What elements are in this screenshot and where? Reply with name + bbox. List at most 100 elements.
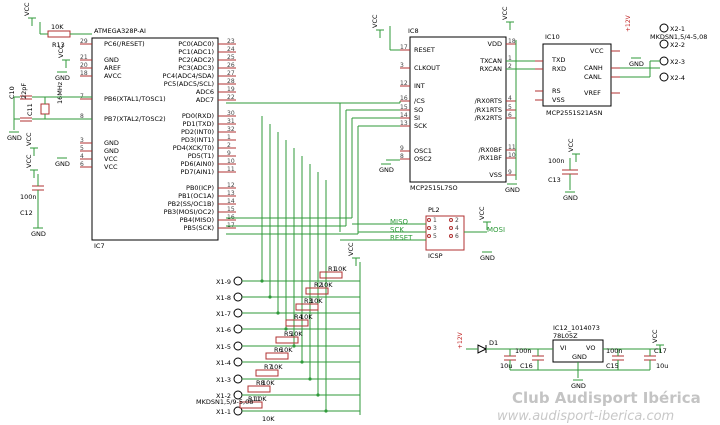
ic7-pin-number: 4 xyxy=(80,153,84,160)
ic8-pin-label: TXCAN xyxy=(479,57,502,65)
ic7-pin-number: 31 xyxy=(227,118,235,125)
c15-value: 100n xyxy=(606,347,623,355)
v12-label: +12V xyxy=(457,331,464,349)
ic7-right-pins: PC0(ADC0)23PC1(ADC1)24PC2(ADC2)25PC3(ADC… xyxy=(163,38,236,232)
gnd-label: GND xyxy=(480,254,495,262)
ic8-pin-number: 10 xyxy=(508,152,516,159)
ladder-resistor-ref: R7 xyxy=(264,363,273,371)
c16-value: 100n xyxy=(515,347,532,355)
vcc-label: VCC xyxy=(57,44,65,58)
pl2-net-label: MISO xyxy=(390,218,409,226)
ic10-ref: IC10 xyxy=(545,33,560,41)
x2-pin-label: X2-2 xyxy=(670,41,685,49)
gnd-label: GND xyxy=(505,186,520,194)
ic7-pin-number: 1 xyxy=(227,134,231,141)
ic8-pin-number: 13 xyxy=(400,120,408,127)
ic7-pin-label: PD2(INT0) xyxy=(181,128,214,136)
v12-label: +12V xyxy=(625,14,632,32)
ic7-pin-number: 19 xyxy=(227,86,235,93)
ic7-ref: IC7 xyxy=(94,242,105,250)
ic8-ref: IC8 xyxy=(408,27,419,35)
crystal-value: 16MHz xyxy=(56,81,64,104)
ic7-pin-label: PB3(MOSI/OC2) xyxy=(164,208,214,216)
ic7-pin-number: 26 xyxy=(227,62,235,69)
crystal-circuit: C10 22pF C11 16MHz xyxy=(8,81,92,130)
gnd-label: GND xyxy=(379,166,394,174)
ladder-resistor xyxy=(247,385,271,393)
x1-pin-label: X1-6 xyxy=(216,326,231,334)
ladder-resistor-ref: R8 xyxy=(256,379,265,387)
ic7-pin-label: ADC7 xyxy=(196,96,214,104)
ic8-pin-number: 3 xyxy=(400,62,404,69)
x1-terminal xyxy=(233,292,243,302)
wire-junction xyxy=(260,279,264,283)
wire-junction xyxy=(276,311,280,315)
d1-diode xyxy=(477,344,488,354)
pl2-pin xyxy=(449,226,453,230)
x2-terminal xyxy=(659,23,669,33)
ic7-pin-label: PD4(XCK/T0) xyxy=(173,144,214,152)
ic7-pin-label: PC5(ADC5/SCL) xyxy=(164,80,214,88)
ladder-resistor-value: 10K xyxy=(320,281,333,289)
c17-value: 10u xyxy=(656,362,668,370)
vcc-label: VCC xyxy=(501,6,509,20)
ic10-name: MCP2551S21ASN xyxy=(546,109,603,117)
ladder-resistor-value: 10K xyxy=(280,346,293,354)
ic8-pin-number: 15 xyxy=(400,104,408,111)
ic8-pin-number: 11 xyxy=(508,144,516,151)
ladder-resistor xyxy=(265,352,289,360)
ladder-resistor xyxy=(305,287,329,295)
ic12-ref: IC12_1014073 xyxy=(553,324,600,332)
pl2-pin-number: 5 xyxy=(433,233,437,240)
c13-value: 100n xyxy=(548,157,565,165)
ic8-pin-number: 6 xyxy=(508,112,512,119)
ic7-pin-label: PC3(ADC3) xyxy=(178,64,214,72)
wire-junction xyxy=(268,295,272,299)
pl2-pin xyxy=(427,234,431,238)
ic7-pin-label: PB1(OC1A) xyxy=(178,192,214,200)
ic8-pin-label: /RX2RTS xyxy=(475,114,502,122)
ic7-pin-label: AREF xyxy=(104,64,121,72)
ic8-pin-number: 4 xyxy=(508,95,512,102)
ic8-pin-number: 5 xyxy=(508,104,512,111)
ic10-body xyxy=(542,43,612,107)
pl2-pin-number: 4 xyxy=(455,225,459,232)
ic7-pin-number: 15 xyxy=(227,206,235,213)
d1-ref: D1 xyxy=(489,339,498,347)
reset-pullup: 10K R13 xyxy=(39,22,92,49)
x2-pin-label: X2-1 xyxy=(670,25,685,33)
x2-terminal xyxy=(659,56,669,66)
ic7-pin-label: PD7(AIN1) xyxy=(181,168,215,176)
ic8-can-controller: IC8 MCP2515L7SO RESET17CLKOUT3INT12/CS16… xyxy=(400,27,516,192)
x1-pin-label: X1-2 xyxy=(216,392,231,400)
ic8-pin-label: /CS xyxy=(414,97,425,105)
c15-ref: C15 xyxy=(606,362,619,370)
input-resistor-ladder: X1-9X1-8X1-7X1-6X1-5X1-4X1-3X1-2X1-1R110… xyxy=(216,116,361,416)
x2-pin-label: X2-4 xyxy=(670,74,685,82)
ic12-pin-label: GND xyxy=(572,353,587,361)
pl2-net-label: MOSI xyxy=(487,226,505,234)
ic7-pin-number: 25 xyxy=(227,54,235,61)
ladder-resistor-value: 10K xyxy=(334,265,347,273)
wire-junction xyxy=(316,393,320,397)
ic10-pin-label: CANH xyxy=(584,64,603,72)
wire-junction xyxy=(292,344,296,348)
r13-value: 10K xyxy=(51,23,64,31)
ic10-pin-label: VCC xyxy=(590,47,604,55)
ic8-name: MCP2515L7SO xyxy=(410,184,458,192)
pl2-pin xyxy=(427,218,431,222)
ladder-resistor-ref: R3 xyxy=(304,297,313,305)
ic7-pin-number: 13 xyxy=(227,190,235,197)
ic7-pin-number: 30 xyxy=(227,110,235,117)
ic7-pin-label: PD0(RXD) xyxy=(182,112,214,120)
vcc-label: VCC xyxy=(347,242,355,256)
x2-terminal xyxy=(659,39,669,49)
ic7-pin-label: PC2(ADC2) xyxy=(178,56,214,64)
ic7-pin-number: 2 xyxy=(227,142,231,149)
pl2-pin-number: 3 xyxy=(433,225,437,232)
x1-pin-label: X1-8 xyxy=(216,294,231,302)
ladder-resistor-ref: R1 xyxy=(328,265,337,273)
c14-value: 10u xyxy=(500,362,512,370)
x1-terminal xyxy=(233,341,243,351)
ladder-resistor xyxy=(275,336,299,344)
